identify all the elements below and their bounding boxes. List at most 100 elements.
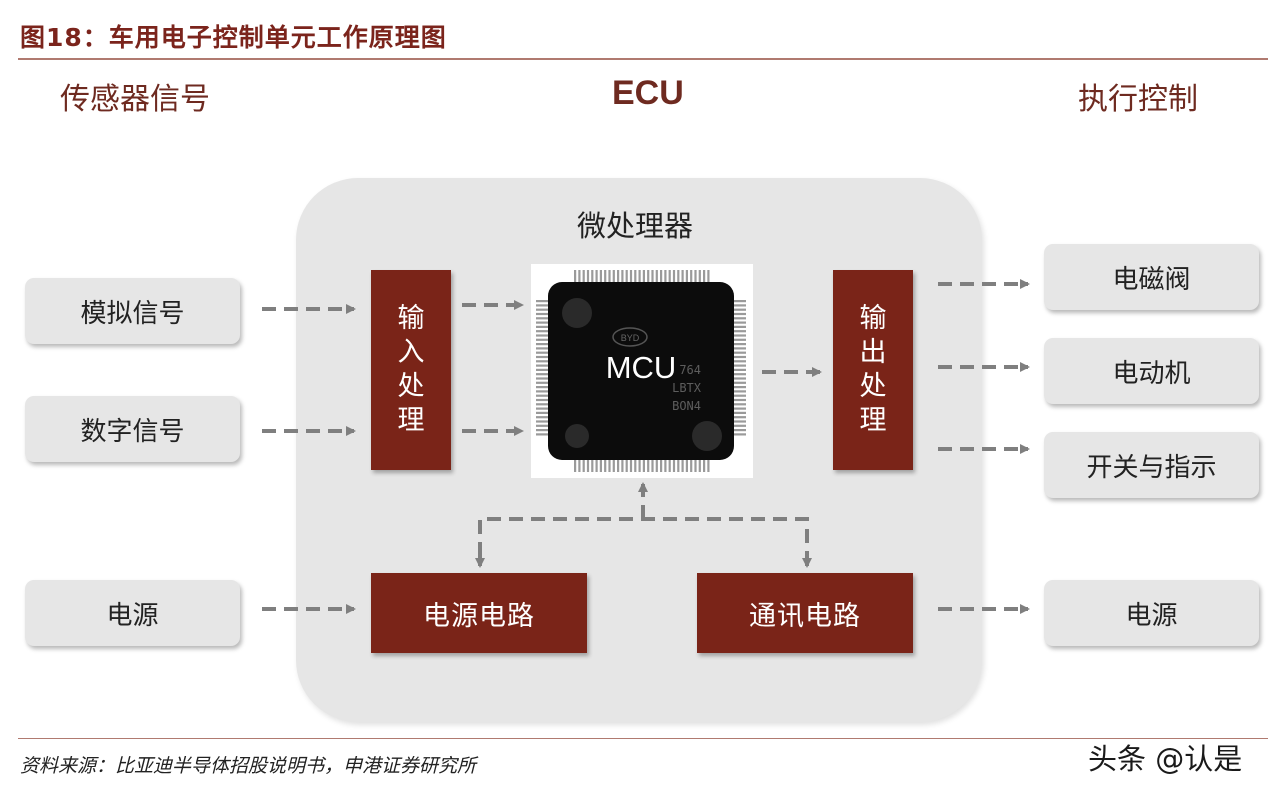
- top-divider: [18, 58, 1268, 60]
- output-switch-indicator: 开关与指示: [1044, 432, 1259, 498]
- output-power: 电源: [1044, 580, 1259, 646]
- chip-pin: [703, 270, 706, 282]
- chip-pin: [536, 325, 548, 328]
- chip-pin: [707, 270, 710, 282]
- chip-pin: [681, 460, 684, 472]
- chip-pin: [536, 429, 548, 432]
- chip-pin: [664, 270, 667, 282]
- chip-pin: [734, 424, 746, 427]
- chip-pin: [655, 270, 658, 282]
- output-processing-block: 输 出 处 理: [833, 270, 913, 470]
- chip-pin: [734, 420, 746, 423]
- chip-pin: [604, 270, 607, 282]
- chip-pin: [734, 407, 746, 410]
- chip-pin: [664, 460, 667, 472]
- chip-pin: [734, 304, 746, 307]
- chip-pin: [655, 460, 658, 472]
- chip-pin: [734, 312, 746, 316]
- chip-pin: [734, 368, 746, 371]
- chip-pin: [703, 460, 706, 472]
- chip-pin: [578, 460, 581, 472]
- chip-pin: [536, 407, 548, 410]
- chip-pin: [734, 381, 746, 384]
- chip-pin: [734, 317, 746, 320]
- chip-pin: [625, 460, 628, 472]
- chip-pin: [734, 429, 746, 432]
- chip-pin: [734, 394, 746, 397]
- chip-pin: [677, 460, 680, 472]
- chip-pin: [734, 334, 746, 337]
- chip-pin: [734, 321, 746, 324]
- chip-pin: [685, 270, 688, 282]
- chip-pin: [734, 373, 746, 376]
- chip-pin: [642, 270, 645, 282]
- chip-dot-icon: [565, 424, 589, 448]
- chip-pin: [536, 364, 548, 367]
- chip-pin: [634, 270, 637, 282]
- chip-pin: [734, 343, 746, 346]
- bottom-divider: [18, 738, 1268, 739]
- chip-pin: [734, 433, 746, 436]
- chip-pin: [536, 343, 548, 346]
- chip-pin: [536, 347, 548, 350]
- byd-logo-icon: [612, 327, 648, 347]
- power-circuit-block: 电源电路: [371, 573, 587, 653]
- output-processing-char: 出: [859, 337, 887, 368]
- chip-pin: [694, 270, 697, 282]
- chip-pin: [578, 270, 581, 282]
- chip-pin: [536, 351, 548, 354]
- input-processing-char: 输: [397, 303, 425, 334]
- chip-pin: [536, 433, 548, 436]
- chip-pin: [621, 270, 624, 282]
- chip-pin: [536, 312, 548, 316]
- chip-pin: [536, 377, 548, 380]
- chip-pin: [660, 270, 663, 282]
- chip-marking-line: BON4: [672, 399, 701, 413]
- chip-pin: [734, 403, 746, 406]
- chip-pin: [595, 460, 598, 472]
- chip-pin: [586, 460, 590, 472]
- chip-pin: [536, 300, 548, 303]
- chip-pin: [734, 355, 746, 359]
- chip-pin: [734, 364, 746, 367]
- chip-pin: [536, 334, 548, 337]
- chip-pin: [599, 460, 602, 472]
- chip-pin: [591, 460, 594, 472]
- output-processing-char: 处: [859, 371, 887, 402]
- chip-pin: [536, 416, 548, 419]
- chip-pin: [698, 460, 701, 472]
- chip-pin: [638, 270, 641, 282]
- column-header-actuators: 执行控制: [1078, 82, 1198, 117]
- chip-pin: [625, 270, 628, 282]
- figure-title: 图18：车用电子控制单元工作原理图: [20, 23, 447, 52]
- chip-pin: [536, 420, 548, 423]
- output-processing-char: 输: [859, 303, 887, 334]
- chip-pin: [734, 338, 746, 341]
- chip-pin: [734, 386, 746, 389]
- watermark: 头条 @认是: [1088, 742, 1243, 776]
- chip-pin: [536, 338, 548, 341]
- source-note: 资料来源：比亚迪半导体招股说明书，申港证券研究所: [20, 755, 477, 777]
- chip-pin: [608, 460, 611, 472]
- chip-pin: [604, 460, 607, 472]
- column-header-sensors: 传感器信号: [60, 82, 210, 117]
- chip-pin: [734, 330, 746, 333]
- chip-pin: [672, 460, 676, 472]
- chip-pin: [734, 377, 746, 380]
- chip-pin: [642, 460, 645, 472]
- chip-pin: [677, 270, 680, 282]
- chip-pin: [536, 355, 548, 359]
- chip-pin: [595, 270, 598, 282]
- chip-pin: [634, 460, 637, 472]
- chip-pin: [536, 403, 548, 406]
- chip-pin: [647, 270, 650, 282]
- chip-pin: [536, 304, 548, 307]
- mcu-label: MCU: [605, 350, 677, 385]
- chip-pin: [734, 390, 746, 393]
- column-header-ecu: ECU: [612, 74, 684, 112]
- input-processing-char: 入: [397, 337, 425, 368]
- chip-pin: [734, 300, 746, 303]
- chip-pin: [734, 416, 746, 419]
- chip-pin: [536, 411, 548, 414]
